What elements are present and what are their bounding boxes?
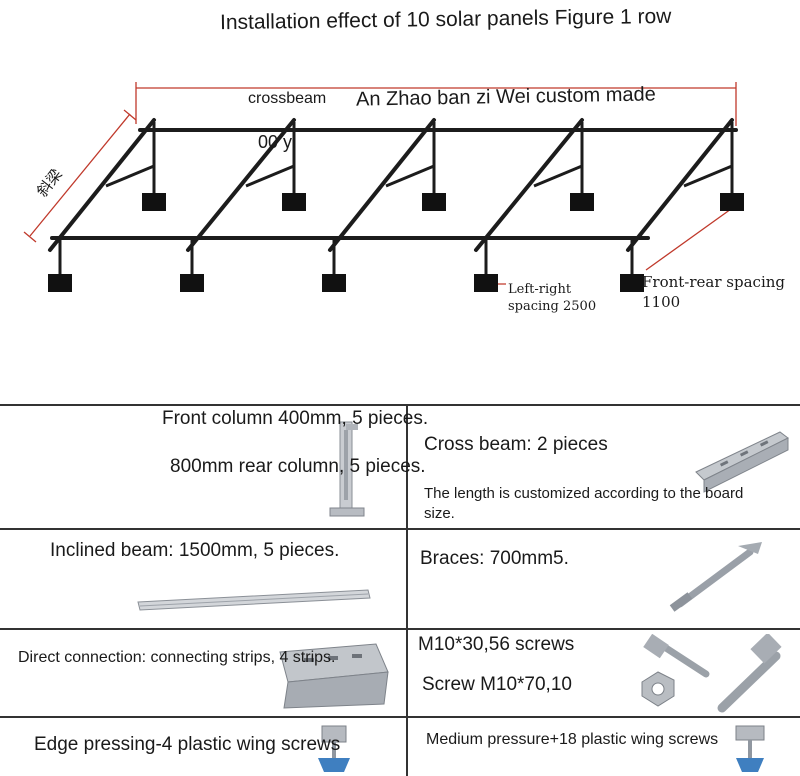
parts-list: Front column 400mm, 5 pieces. 800mm rear… — [0, 404, 800, 776]
front-foundation-4 — [474, 274, 498, 292]
inclined-beam-5 — [626, 118, 734, 252]
foundation-blocks — [48, 193, 744, 292]
mid-clamp-image — [735, 725, 765, 772]
braces-text: Braces: 700mm5. — [420, 548, 569, 569]
brace-4 — [533, 164, 583, 188]
rear-foundation-3 — [422, 193, 446, 211]
custom-made-label-2: 00 yi — [258, 132, 297, 152]
rear-foundation-5 — [720, 193, 744, 211]
inclined-beam-2 — [186, 118, 296, 252]
inclined-beam-3 — [328, 118, 436, 252]
column-divider — [406, 404, 408, 776]
front-foundation-2 — [180, 274, 204, 292]
page-title: Installation effect of 10 solar panels F… — [219, 4, 672, 35]
inclined-beam-text: Inclined beam: 1500mm, 5 pieces. — [50, 540, 340, 561]
frame-drawing — [23, 82, 744, 292]
dimension-lines — [23, 82, 739, 285]
inclined-beam-1 — [48, 118, 156, 252]
cross-beam-note: The length is customized according to th… — [424, 485, 744, 522]
rear-column-text: 800mm rear column, 5 pieces. — [170, 456, 426, 477]
direct-connection-text: Direct connection: connecting strips, 4 … — [18, 649, 336, 666]
front-columns — [58, 240, 634, 274]
row-divider-3 — [0, 716, 800, 718]
rear-foundation-4 — [570, 193, 594, 211]
crossbeam-label: crossbeam — [248, 90, 327, 107]
brace-1 — [105, 164, 155, 188]
row-divider-top — [0, 404, 800, 406]
medium-pressure-text: Medium pressure+18 plastic wing screws — [426, 731, 719, 748]
fr-spacing-label: Front-rear spacing 1100 — [642, 272, 785, 312]
edge-clamp-image — [318, 725, 350, 772]
front-foundation-3 — [322, 274, 346, 292]
edge-pressing-text: Edge pressing-4 plastic wing screws — [34, 734, 341, 755]
fr-spacing-line1: Front-rear spacing — [642, 273, 785, 291]
screws-text-1: M10*30,56 screws — [418, 634, 575, 655]
brace-5 — [683, 164, 733, 188]
screws-image — [641, 634, 782, 713]
rear-foundation-1 — [142, 193, 166, 211]
incline-dimension-line — [29, 113, 131, 237]
front-foundation-5 — [620, 274, 644, 292]
brace-3 — [385, 164, 435, 188]
cross-beam-text: Cross beam: 2 pieces — [424, 434, 608, 455]
fr-spacing-leader — [645, 203, 739, 271]
front-foundation-1 — [48, 274, 72, 292]
brace-image — [669, 542, 762, 612]
screws-text-2: Screw M10*70,10 — [422, 674, 572, 695]
rear-columns — [152, 122, 734, 195]
cross-beam-image — [695, 431, 789, 493]
braces — [105, 164, 733, 188]
lr-spacing-line1: Left-right — [508, 282, 572, 297]
column-part-image — [329, 421, 365, 517]
incline-tick-bottom — [23, 231, 37, 243]
fr-spacing-line2: 1100 — [642, 293, 681, 311]
row-divider-2 — [0, 628, 800, 630]
lr-spacing-line2: spacing 2500 — [508, 299, 597, 314]
brace-2 — [245, 164, 295, 188]
row-divider-1 — [0, 528, 800, 530]
inclined-beam-4 — [474, 118, 584, 252]
rear-foundation-2 — [282, 193, 306, 211]
front-column-text: Front column 400mm, 5 pieces. — [162, 408, 429, 429]
lr-spacing-label: Left-right spacing 2500 — [508, 281, 596, 315]
incline-tick-top — [123, 109, 137, 121]
mounting-frame-diagram: crossbeam An Zhao ban zi Wei custom made… — [0, 80, 800, 380]
frame — [48, 118, 738, 252]
inclined-beam-image — [137, 589, 371, 611]
connecting-strip-image — [279, 643, 389, 709]
